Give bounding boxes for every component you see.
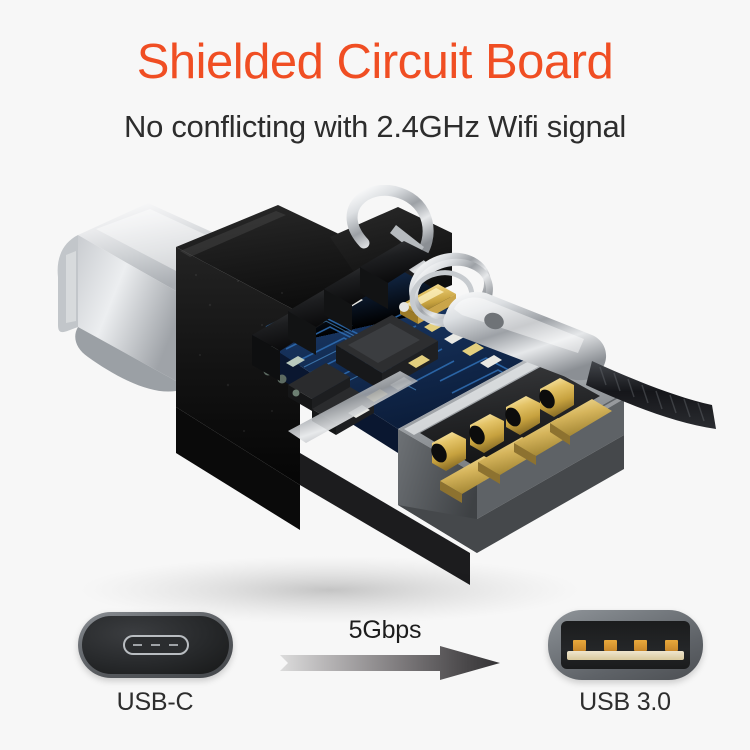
braided-lanyard xyxy=(586,361,716,429)
usb-c-label: USB-C xyxy=(116,688,194,716)
usb-a-pins xyxy=(573,640,678,651)
usb-c-pin xyxy=(168,644,178,646)
usb-a-tongue xyxy=(567,651,684,660)
product-image xyxy=(0,185,750,625)
transfer-speed-label: 5Gbps xyxy=(348,616,422,644)
gold-contacts xyxy=(431,378,612,503)
lanyard-barrel xyxy=(443,291,607,381)
internal-shield-blocks xyxy=(252,241,432,381)
usb-c-port-body xyxy=(82,616,229,674)
usb-a-pin xyxy=(603,640,617,651)
usb-a-label: USB 3.0 xyxy=(579,688,671,716)
usb-a-pin xyxy=(634,640,648,651)
usb-c-port-icon xyxy=(78,612,233,678)
keyring-assembly xyxy=(346,185,716,429)
carabiner-clip xyxy=(346,185,434,265)
usb-a-pin xyxy=(664,640,678,651)
flat-contacts xyxy=(440,399,612,503)
usb-a-port-icon xyxy=(548,610,703,680)
connection-diagram: USB-C 5Gbps xyxy=(0,600,750,750)
usb-c-pin xyxy=(151,644,160,646)
usb-c-pin xyxy=(133,644,143,646)
right-arrow-icon xyxy=(280,646,500,680)
usb-a-port-body xyxy=(561,621,690,669)
page-subtitle: No conflicting with 2.4GHz Wifi signal xyxy=(123,109,626,144)
page-title: Shielded Circuit Board xyxy=(136,35,614,89)
spring-contacts xyxy=(431,378,574,471)
usb-c-slot xyxy=(122,635,189,655)
usb-a-pin xyxy=(573,640,586,651)
